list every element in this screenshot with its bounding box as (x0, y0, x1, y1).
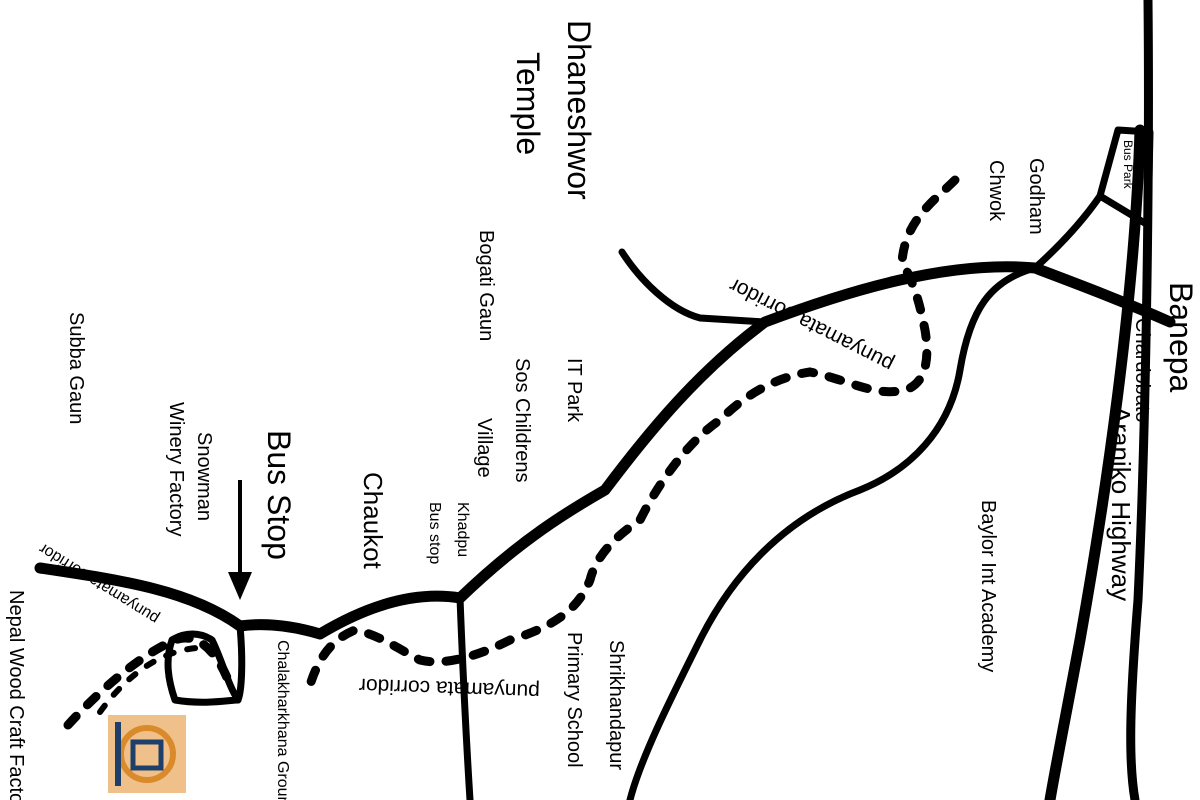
label-chalakharkha: Chalakharkhana Ground (274, 640, 291, 800)
label-dhaneshwor: Dhaneshwor (561, 20, 597, 200)
school-logo-icon (108, 715, 186, 793)
labels: Dhaneshwor Temple Godham Chwok Bus Park … (5, 20, 1199, 800)
label-baylor: Baylor Int Academy (977, 500, 999, 672)
label-godham: Godham (1025, 158, 1047, 235)
label-bus-stop: Bus Stop (261, 430, 297, 560)
roads (34, 0, 1176, 800)
label-it-park: IT Park (563, 358, 585, 423)
left-corridor-outer-trail (97, 644, 213, 715)
baylor-road (626, 264, 1039, 800)
khadpu-south-road (456, 594, 474, 800)
label-shrikhandapur: Shrikhandapur (605, 640, 627, 770)
araniko-highway-road (1044, 124, 1146, 800)
label-primary-school: Primary School (563, 632, 585, 768)
label-araniko-highway: Araniko Highway (1106, 406, 1136, 601)
label-bogati-gaun: Bogati Gaun (475, 230, 497, 341)
label-khadpu-2: Bus stop (426, 502, 443, 564)
label-temple: Temple (510, 52, 546, 155)
label-banepa: Banepa (1163, 282, 1199, 393)
label-snowman: Snowman (193, 432, 215, 521)
upper-corridor-trail (305, 175, 960, 690)
label-bus-park: Bus Park (1121, 140, 1135, 190)
label-sos-1: Sos Childrens (511, 358, 533, 483)
label-nepal-wood: Nepal Wood Craft Factory (5, 590, 27, 800)
label-khadpu-1: Khadpu (454, 502, 471, 557)
label-subba-gaun: Subba Gaun (65, 312, 87, 424)
label-lower-corridor: punyamata corridor (359, 674, 541, 703)
north-branch-road (618, 248, 769, 326)
godham-link-road (1031, 192, 1104, 272)
label-chwok: Chwok (985, 160, 1007, 222)
label-chaukot: Chaukot (358, 472, 388, 570)
bus-stop-spur (234, 622, 246, 704)
left-corridor-trail (63, 633, 233, 730)
bus-park-loop (1096, 126, 1154, 229)
label-chardobato: Chardobato (1131, 318, 1153, 423)
label-winery: Winery Factory (165, 402, 187, 536)
down-arrow-icon (228, 480, 252, 600)
trails (63, 175, 960, 730)
main-road (34, 261, 1176, 640)
label-sos-2: Village (473, 418, 495, 478)
